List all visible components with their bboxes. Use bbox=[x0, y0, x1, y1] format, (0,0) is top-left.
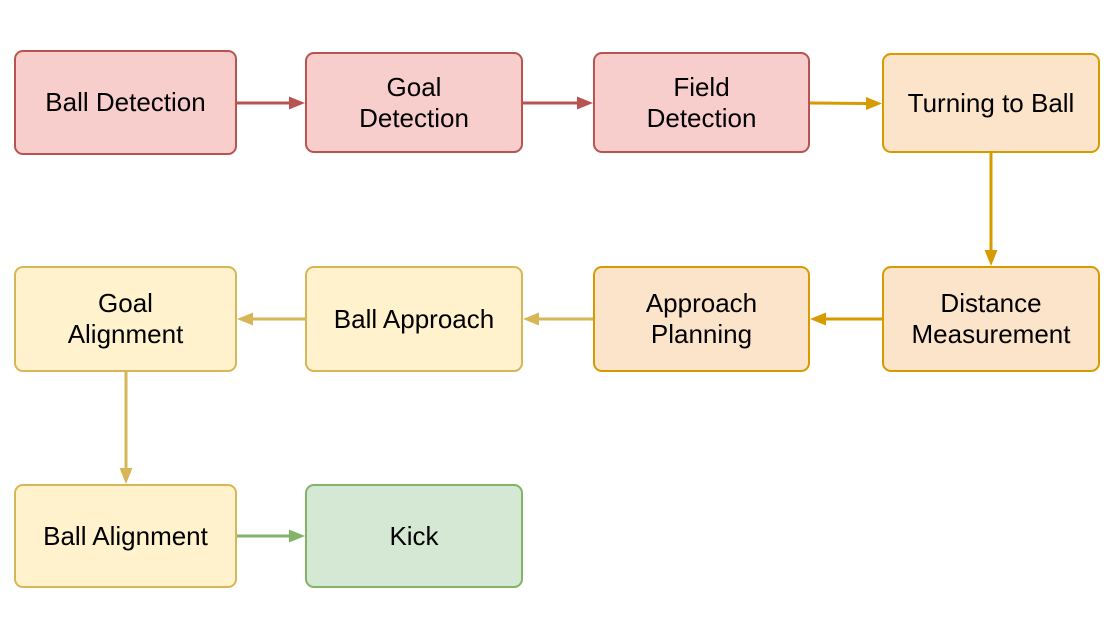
node-ball-detection[interactable]: Ball Detection bbox=[14, 50, 237, 155]
edge-goal-alignment-to-ball-alignment bbox=[106, 352, 146, 504]
node-turning-to-ball[interactable]: Turning to Ball bbox=[882, 53, 1100, 153]
node-ball-approach[interactable]: Ball Approach bbox=[305, 266, 523, 372]
node-goal-detection[interactable]: Goal Detection bbox=[305, 52, 523, 153]
node-ball-alignment[interactable]: Ball Alignment bbox=[14, 484, 237, 588]
node-kick[interactable]: Kick bbox=[305, 484, 523, 588]
node-field-detection[interactable]: Field Detection bbox=[593, 52, 810, 153]
edge-turning-to-ball-to-distance-measurement bbox=[971, 133, 1011, 286]
node-distance-measurement[interactable]: Distance Measurement bbox=[882, 266, 1100, 372]
node-goal-alignment[interactable]: Goal Alignment bbox=[14, 266, 237, 372]
node-approach-planning[interactable]: Approach Planning bbox=[593, 266, 810, 372]
